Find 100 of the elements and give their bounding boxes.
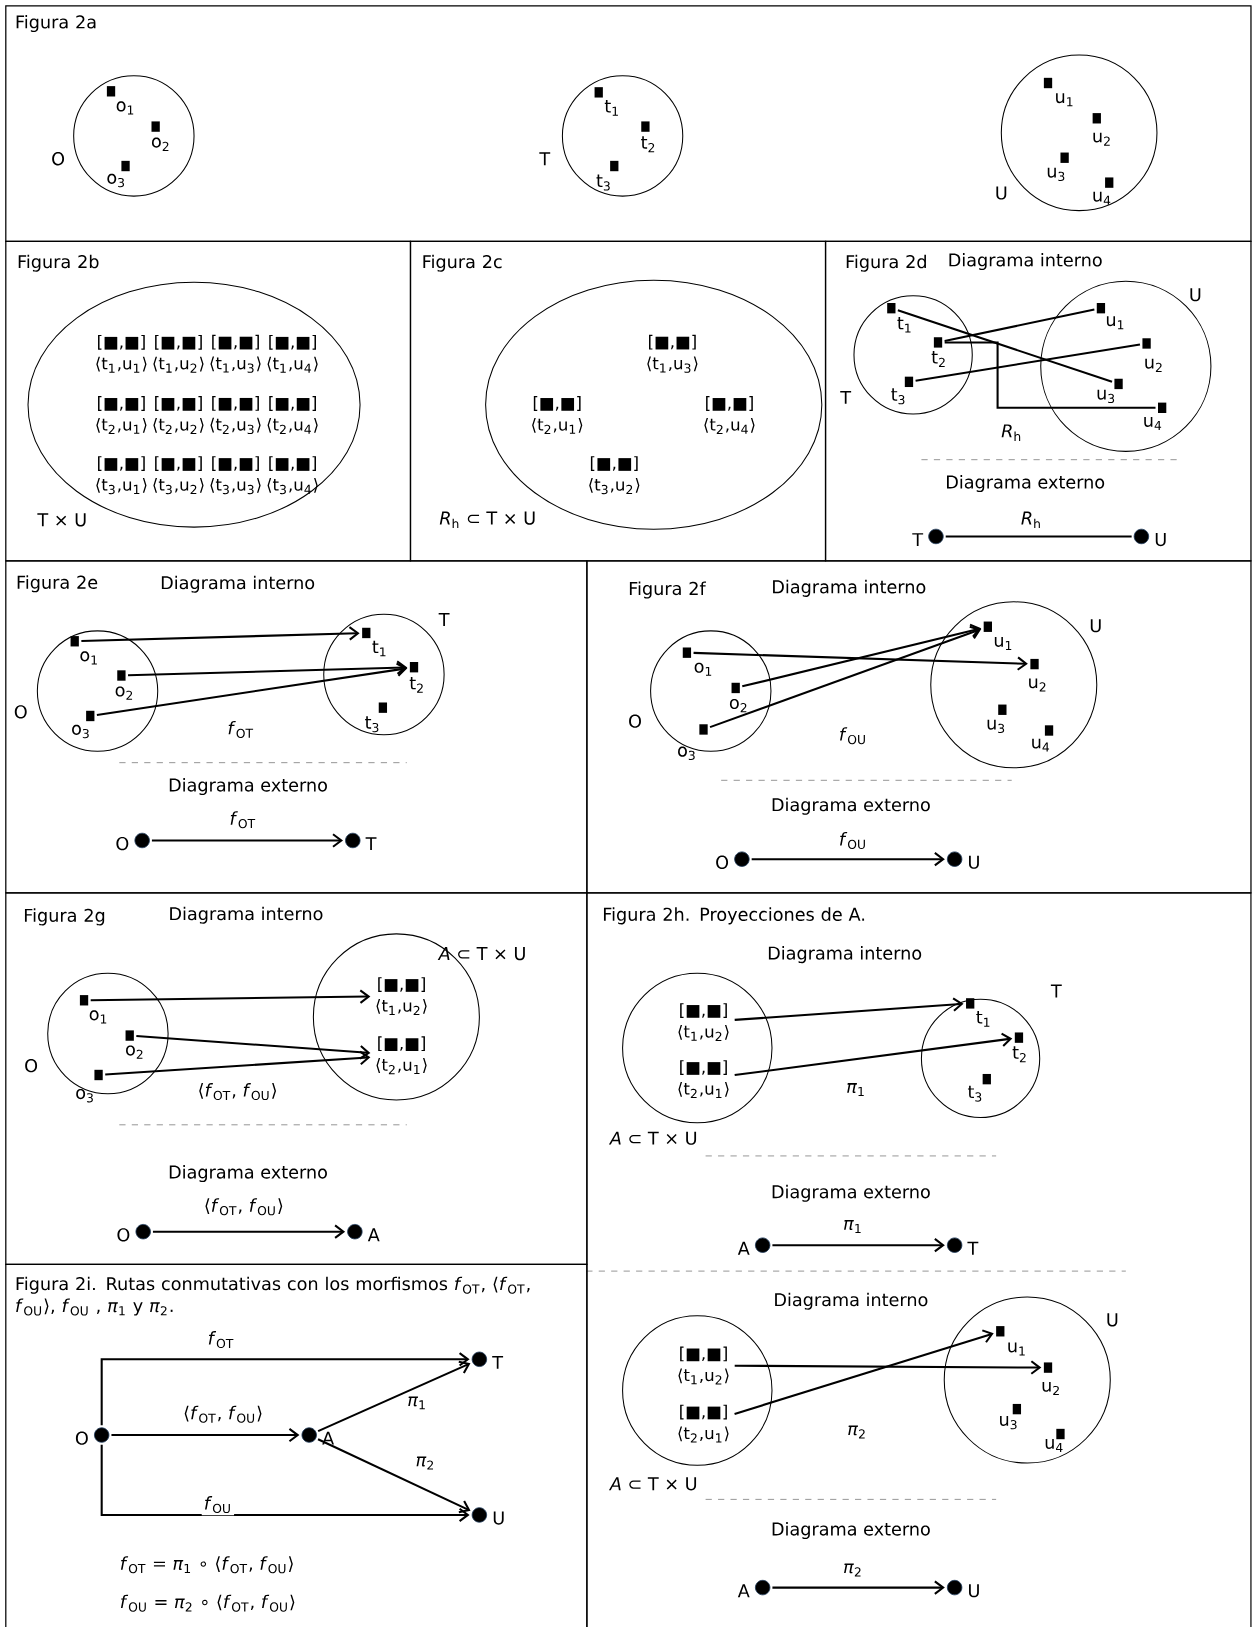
point-label: t$_{2}$ xyxy=(931,351,945,367)
point-label: u$_{2}$ xyxy=(1093,132,1110,146)
arrow xyxy=(693,651,1028,671)
point-label: u$_{1}$ xyxy=(994,636,1011,650)
point-label: u$_{3}$ xyxy=(1097,389,1114,404)
object-label: A xyxy=(737,1584,750,1598)
arrow xyxy=(127,660,408,677)
point-label: t$_{2}$ xyxy=(1012,1046,1026,1063)
section-heading: Diagrama interno xyxy=(772,579,926,597)
arrow xyxy=(104,1050,371,1076)
arrow xyxy=(734,1329,994,1415)
point-label: u$_{2}$ xyxy=(1028,678,1046,692)
point-label: u$_{2}$ xyxy=(1145,358,1162,372)
morphism-label: π$_{1}$ xyxy=(846,1083,864,1096)
arrow xyxy=(709,625,982,729)
point-label: o$_{3}$ xyxy=(71,724,89,739)
object-label: A xyxy=(322,1431,334,1445)
morphism-label: R$_{h}$ xyxy=(1001,424,1020,441)
point-label: u$_{1}$ xyxy=(1055,93,1073,107)
set-label: A ⊂ T × U xyxy=(608,1477,696,1491)
arrow xyxy=(734,1360,1042,1375)
edge-label: ⟨f$_{OT}$, f$_{OU}$⟩ xyxy=(180,1403,265,1425)
point-label: t$_{3}$ xyxy=(596,174,610,191)
connector-line xyxy=(944,308,1095,343)
point-label: u$_{3}$ xyxy=(999,1415,1017,1430)
arrow xyxy=(100,1444,470,1522)
point-label: o$_{2}$ xyxy=(729,698,747,713)
pair-label: [■,■] ⟨t$_{1}$,u$_{2}$⟩ xyxy=(376,977,427,1016)
section-heading: Diagrama interno xyxy=(768,946,921,964)
arrow xyxy=(317,1360,471,1433)
point-label: o$_{2}$ xyxy=(151,137,169,151)
set-label: O xyxy=(628,714,641,728)
arrow xyxy=(751,852,945,867)
morphism-label: ⟨f$_{OT}$, f$_{OU}$⟩ xyxy=(199,1083,276,1101)
section-heading: Diagrama interno xyxy=(161,575,314,593)
point-label: u$_{1}$ xyxy=(1008,1342,1025,1356)
arrow xyxy=(96,662,408,716)
edge-label: π$_{1}$ xyxy=(404,1394,429,1412)
set-label: O xyxy=(24,1059,37,1073)
connector-line xyxy=(945,535,1132,538)
pair-label: [■,■] ⟨t$_{1}$,u$_{2}$⟩ xyxy=(678,1346,729,1385)
set-label: U xyxy=(1107,1313,1118,1327)
equation: f$_{OU}$ = π$_{2}$ ∘ ⟨f$_{OT}$, f$_{OU}$⟩ xyxy=(120,1594,295,1612)
point-label: o$_{1}$ xyxy=(89,1010,106,1024)
object-label: O xyxy=(116,836,129,851)
object-label: U xyxy=(493,1511,504,1525)
edge-label: f$_{OU}$ xyxy=(201,1494,234,1516)
pair-label: [■,■] ⟨t$_{1}$,u$_{2}$⟩ xyxy=(678,1003,729,1042)
point-label: t$_{1}$ xyxy=(604,100,618,116)
object-label: O xyxy=(117,1228,130,1242)
section-heading: Diagrama interno xyxy=(949,252,1102,271)
edge-label: π$_{2}$ xyxy=(840,1561,865,1579)
arrow xyxy=(772,1238,945,1253)
arrow xyxy=(90,989,371,1004)
object-label: T xyxy=(365,837,377,851)
point-label: u$_{2}$ xyxy=(1042,1381,1059,1395)
object-label: O xyxy=(75,1431,88,1445)
set-label: O xyxy=(51,152,64,166)
set-label: A ⊂ T × U xyxy=(608,1131,696,1145)
section-heading: Diagrama externo xyxy=(772,797,930,815)
pair-label: [■,■] ⟨t$_{1}$,u$_{3}$⟩ xyxy=(210,334,261,373)
point-label: t$_{3}$ xyxy=(890,388,905,405)
object-label: U xyxy=(1155,533,1166,547)
edge-label: f$_{OT}$ xyxy=(227,809,258,831)
pair-label: [■,■] ⟨t$_{3}$,u$_{3}$⟩ xyxy=(210,456,261,495)
edge-label: π$_{2}$ xyxy=(413,1454,438,1472)
set-label: A ⊂ T × U xyxy=(437,947,525,961)
morphism-label: f$_{OU}$ xyxy=(839,727,865,745)
section-heading: Diagrama externo xyxy=(772,1184,930,1202)
point-label: t$_{2}$ xyxy=(640,136,654,153)
point-label: u$_{4}$ xyxy=(1045,1438,1063,1452)
arrow xyxy=(152,1224,345,1239)
edge-label: π$_{1}$ xyxy=(840,1217,865,1236)
point-label: o$_{2}$ xyxy=(125,1045,143,1059)
pair-label: [■,■] ⟨t$_{2}$,u$_{1}$⟩ xyxy=(376,1036,427,1075)
arrow xyxy=(111,1428,300,1443)
morphism-label: f$_{OT}$ xyxy=(228,720,253,738)
section-heading: Diagrama interno xyxy=(169,906,323,924)
object-label: T xyxy=(967,1241,979,1255)
object-label: A xyxy=(737,1241,750,1255)
point-label: t$_{3}$ xyxy=(967,1085,981,1102)
pair-label: [■,■] ⟨t$_{3}$,u$_{4}$⟩ xyxy=(267,456,318,495)
pair-label: [■,■] ⟨t$_{2}$,u$_{1}$⟩ xyxy=(678,1060,729,1099)
point-label: t$_{1}$ xyxy=(897,316,911,333)
arrow xyxy=(81,626,360,643)
pair-label: [■,■] ⟨t$_{3}$,u$_{2}$⟩ xyxy=(153,456,204,495)
pair-label: [■,■] ⟨t$_{2}$,u$_{3}$⟩ xyxy=(210,396,261,435)
pair-label: [■,■] ⟨t$_{2}$,u$_{1}$⟩ xyxy=(531,396,583,434)
point-label: u$_{4}$ xyxy=(1144,416,1161,430)
set-label: T xyxy=(840,391,851,404)
point-label: o$_{1}$ xyxy=(80,651,97,665)
section-heading: Diagrama externo xyxy=(169,778,327,796)
arrow xyxy=(136,1035,371,1060)
point-label: t$_{3}$ xyxy=(364,716,379,733)
point-label: t$_{1}$ xyxy=(372,640,386,657)
edge-label: f$_{OU}$ xyxy=(836,829,869,852)
equation: f$_{OT}$ = π$_{1}$ ∘ ⟨f$_{OT}$, f$_{OU}$⟩ xyxy=(120,1556,293,1574)
section-heading: Diagrama externo xyxy=(946,475,1104,493)
set-label: U xyxy=(1090,619,1101,633)
set-label: T × U xyxy=(37,513,86,527)
